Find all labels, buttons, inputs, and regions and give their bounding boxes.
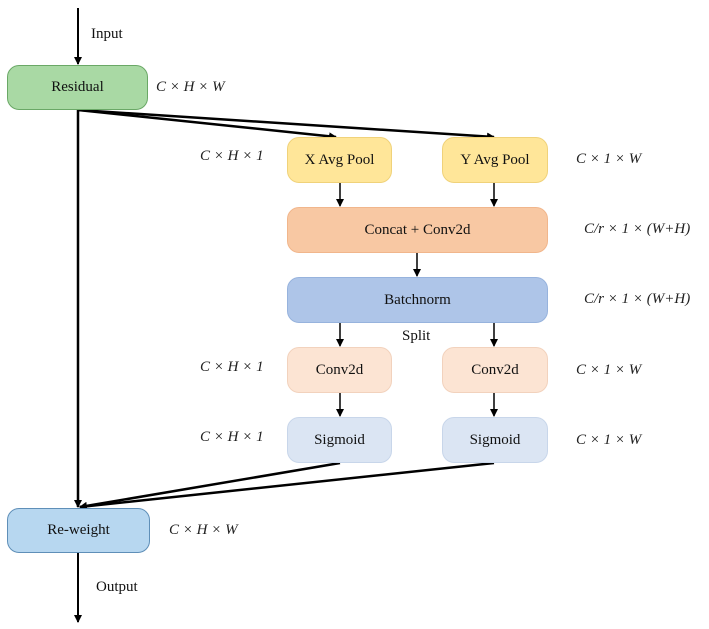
dim-batchnorm: C/r × 1 × (W+H) bbox=[584, 291, 691, 307]
conv2d-right-block: Conv2d bbox=[442, 347, 548, 393]
concat-conv2d-block: Concat + Conv2d bbox=[287, 207, 548, 253]
reweight-block: Re-weight bbox=[7, 508, 150, 553]
input-label: Input bbox=[91, 26, 123, 42]
arrow-sig-right-to-reweight bbox=[79, 461, 495, 511]
dim-residual: C × H × W bbox=[156, 79, 225, 95]
arrow-to-y-pool bbox=[77, 108, 495, 141]
dim-x-pool: C × H × 1 bbox=[200, 148, 264, 164]
dim-conv-right: C × 1 × W bbox=[576, 362, 642, 378]
dim-concat: C/r × 1 × (W+H) bbox=[584, 221, 691, 237]
sigmoid-right-block: Sigmoid bbox=[442, 417, 548, 463]
dim-y-pool: C × 1 × W bbox=[576, 151, 642, 167]
residual-block: Residual bbox=[7, 65, 148, 110]
output-label: Output bbox=[96, 579, 138, 595]
split-label: Split bbox=[402, 328, 431, 344]
dim-sigmoid-left: C × H × 1 bbox=[200, 429, 264, 445]
y-avg-pool-block: Y Avg Pool bbox=[442, 137, 548, 183]
dim-reweight: C × H × W bbox=[169, 522, 238, 538]
x-avg-pool-block: X Avg Pool bbox=[287, 137, 392, 183]
sigmoid-left-block: Sigmoid bbox=[287, 417, 392, 463]
dim-conv-left: C × H × 1 bbox=[200, 359, 264, 375]
batchnorm-block: Batchnorm bbox=[287, 277, 548, 323]
dim-sigmoid-right: C × 1 × W bbox=[576, 432, 642, 448]
arrow-to-x-pool bbox=[77, 108, 337, 141]
conv2d-left-block: Conv2d bbox=[287, 347, 392, 393]
arrow-sig-left-to-reweight bbox=[79, 461, 341, 510]
